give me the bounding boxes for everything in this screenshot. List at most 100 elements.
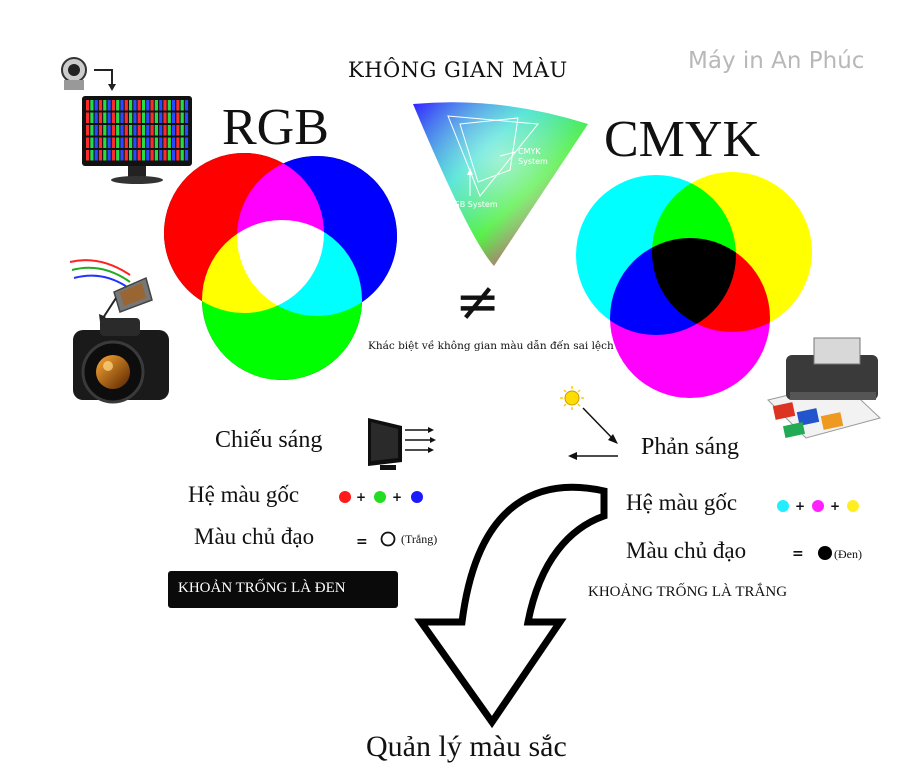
sun-icon (560, 386, 584, 410)
monitor-subpixel (116, 112, 120, 123)
monitor-subpixel (184, 100, 189, 111)
cmyk-empty-space-label: KHOẢNG TRỐNG LÀ TRẮNG (588, 584, 788, 600)
monitor-subpixel (167, 125, 171, 136)
monitor-subpixel (163, 150, 167, 161)
monitor-subpixel (129, 125, 133, 136)
monitor-subpixel (172, 125, 176, 136)
cmyk-equals: = (792, 546, 804, 562)
monitor-subpixel (141, 125, 146, 136)
gamut-cmyk-system-label: System (518, 157, 548, 166)
gamut-chart (413, 102, 588, 266)
cmyk-dominant-label: Màu chủ đạo (626, 538, 747, 563)
monitor-subpixel (163, 112, 167, 123)
monitor-subpixel (103, 137, 107, 148)
monitor-subpixel (146, 150, 150, 161)
rgb-venn (164, 153, 397, 380)
rgb-dominant-label: Màu chủ đạo (194, 524, 315, 549)
not-equal-sign: ≠ (455, 270, 501, 333)
cmyk-dominant-value: (Đen) (834, 547, 862, 561)
monitor-subpixel (141, 112, 146, 123)
rgb-base-dots (339, 491, 423, 503)
monitor-subpixel (150, 112, 154, 123)
monitor-subpixel (137, 150, 141, 161)
white-circle-icon (380, 531, 396, 547)
monitor-subpixel (184, 137, 189, 148)
cmyk-venn (576, 172, 812, 398)
monitor-subpixel (176, 100, 180, 111)
monitor-subpixel (120, 125, 124, 136)
monitor-subpixel (176, 137, 180, 148)
monitor-subpixel (180, 112, 184, 123)
watermark: Máy in An Phúc (688, 48, 865, 74)
monitor-subpixel (159, 125, 163, 136)
monitor-subpixel (107, 150, 111, 161)
monitor-subpixel (150, 150, 154, 161)
rgb-base-label: Hệ màu gốc (188, 482, 300, 507)
monitor-subpixel (90, 137, 94, 148)
monitor-subpixel (98, 137, 103, 148)
monitor-subpixel (103, 100, 107, 111)
monitor-subpixel (107, 112, 111, 123)
monitor-icon (82, 96, 192, 184)
monitor-subpixel (154, 100, 158, 111)
monitor-subpixel (90, 150, 94, 161)
monitor-subpixel (86, 137, 90, 148)
monitor-subpixel (176, 125, 180, 136)
gamut-rgb-label: RGB System (448, 200, 498, 209)
monitor-subpixel (94, 100, 98, 111)
monitor-subpixel (90, 112, 94, 123)
monitor-subpixel (116, 100, 120, 111)
monitor-subpixel (159, 100, 163, 111)
cmyk-plus-2: + (830, 499, 841, 513)
monitor-subpixel (129, 150, 133, 161)
rgb-empty-space-label: KHOẢN TRỐNG LÀ ĐEN (178, 580, 346, 596)
gamut-cmyk-label: CMYK (518, 147, 541, 156)
monitor-subpixel (86, 100, 90, 111)
cmyk-label: CMYK (604, 111, 761, 168)
monitor-subpixel (150, 100, 154, 111)
monitor-subpixel (120, 150, 124, 161)
monitor-subpixel (120, 137, 124, 148)
emission-label: Chiếu sáng (215, 427, 323, 453)
monitor-subpixel (124, 112, 128, 123)
monitor-subpixel (163, 100, 167, 111)
sensor-icon (113, 276, 153, 313)
monitor-subpixel (172, 112, 176, 123)
monitor-subpixel (86, 125, 90, 136)
monitor-subpixel (154, 125, 158, 136)
monitor-subpixel (180, 150, 184, 161)
monitor-subpixel (163, 125, 167, 136)
monitor-subpixel (116, 125, 120, 136)
gamut-triangle-glow (413, 102, 588, 266)
monitor-subpixel (103, 112, 107, 123)
rgb-equals: = (356, 534, 368, 550)
monitor-subpixel (98, 112, 103, 123)
monitor-subpixel (176, 112, 180, 123)
color-management-label: Quản lý màu sắc (366, 730, 567, 763)
diagram-title: KHÔNG GIAN MÀU (348, 58, 568, 82)
monitor-subpixel (167, 137, 171, 148)
cmyk-gamut-outline (459, 117, 519, 183)
monitor-subpixel (137, 100, 141, 111)
monitor-subpixel (146, 137, 150, 148)
monitor-subpixel (150, 137, 154, 148)
monitor-subpixel (116, 137, 120, 148)
monitor-subpixel (111, 150, 115, 161)
monitor-subpixel (120, 112, 124, 123)
monitor-subpixel (133, 112, 137, 123)
monitor-subpixel (86, 112, 90, 123)
rgb-circle-blue (237, 156, 397, 316)
monitor-subpixel (137, 125, 141, 136)
monitor-subpixel (133, 150, 137, 161)
monitor-subpixel (176, 150, 180, 161)
monitor-subpixel (129, 100, 133, 111)
monitor-subpixel (146, 112, 150, 123)
monitor-subpixel (94, 125, 98, 136)
monitor-subpixel (184, 150, 189, 161)
monitor-subpixel (124, 150, 128, 161)
black-circle-icon (818, 546, 832, 560)
rgb-plus-2: + (392, 490, 403, 504)
monitor-subpixel (163, 137, 167, 148)
monitor-subpixel (184, 125, 189, 136)
